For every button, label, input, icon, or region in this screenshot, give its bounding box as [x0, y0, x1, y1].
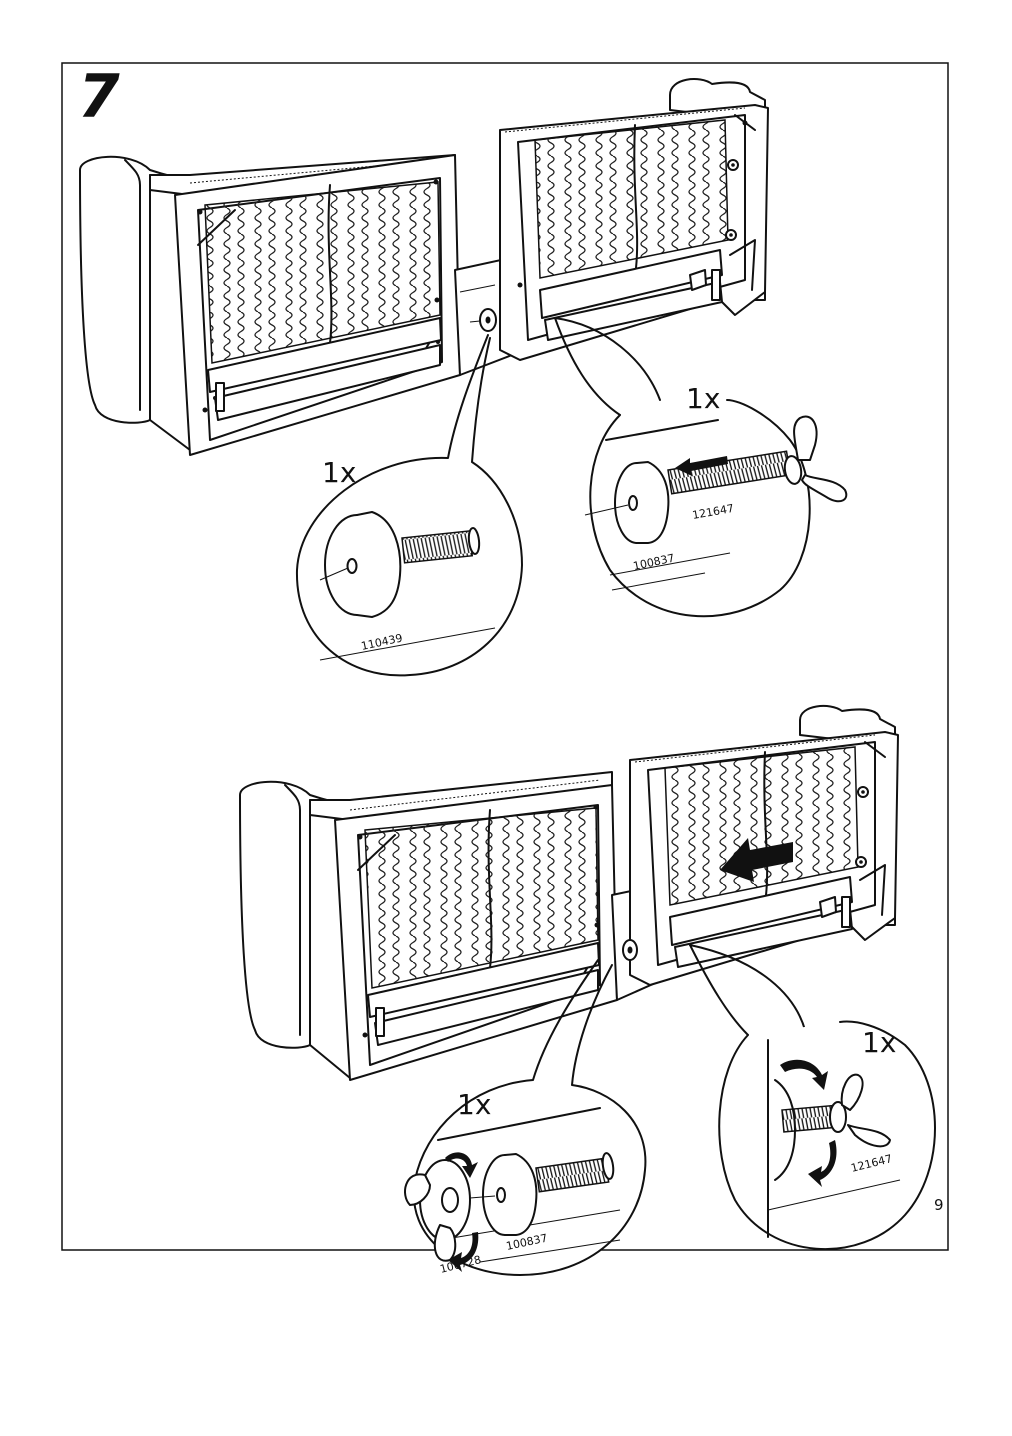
callout-top-right: 1x 121647 100837 — [554, 317, 848, 618]
step-number: 7 — [78, 62, 120, 132]
quantity-label-top-left: 1x — [322, 456, 356, 489]
quantity-label-bottom-right: 1x — [862, 1026, 896, 1059]
callout-top-left: 1x 110439 — [295, 334, 523, 677]
top-left-sofa-section — [79, 154, 513, 456]
quantity-label-bottom-middle: 1x — [457, 1088, 491, 1121]
quantity-label-top-right: 1x — [686, 382, 720, 415]
page-number: 9 — [934, 1196, 944, 1214]
bolt-connection-bottom — [622, 939, 638, 961]
bottom-right-sofa-section — [629, 704, 899, 986]
bolt-110439-top — [469, 308, 497, 332]
top-right-sofa-section — [499, 78, 769, 361]
bottom-left-sofa-section — [239, 771, 663, 1081]
callout-bottom-right: 1x 121647 — [689, 944, 936, 1251]
callout-bottom-middle: 1x 100837 100728 — [404, 959, 647, 1276]
